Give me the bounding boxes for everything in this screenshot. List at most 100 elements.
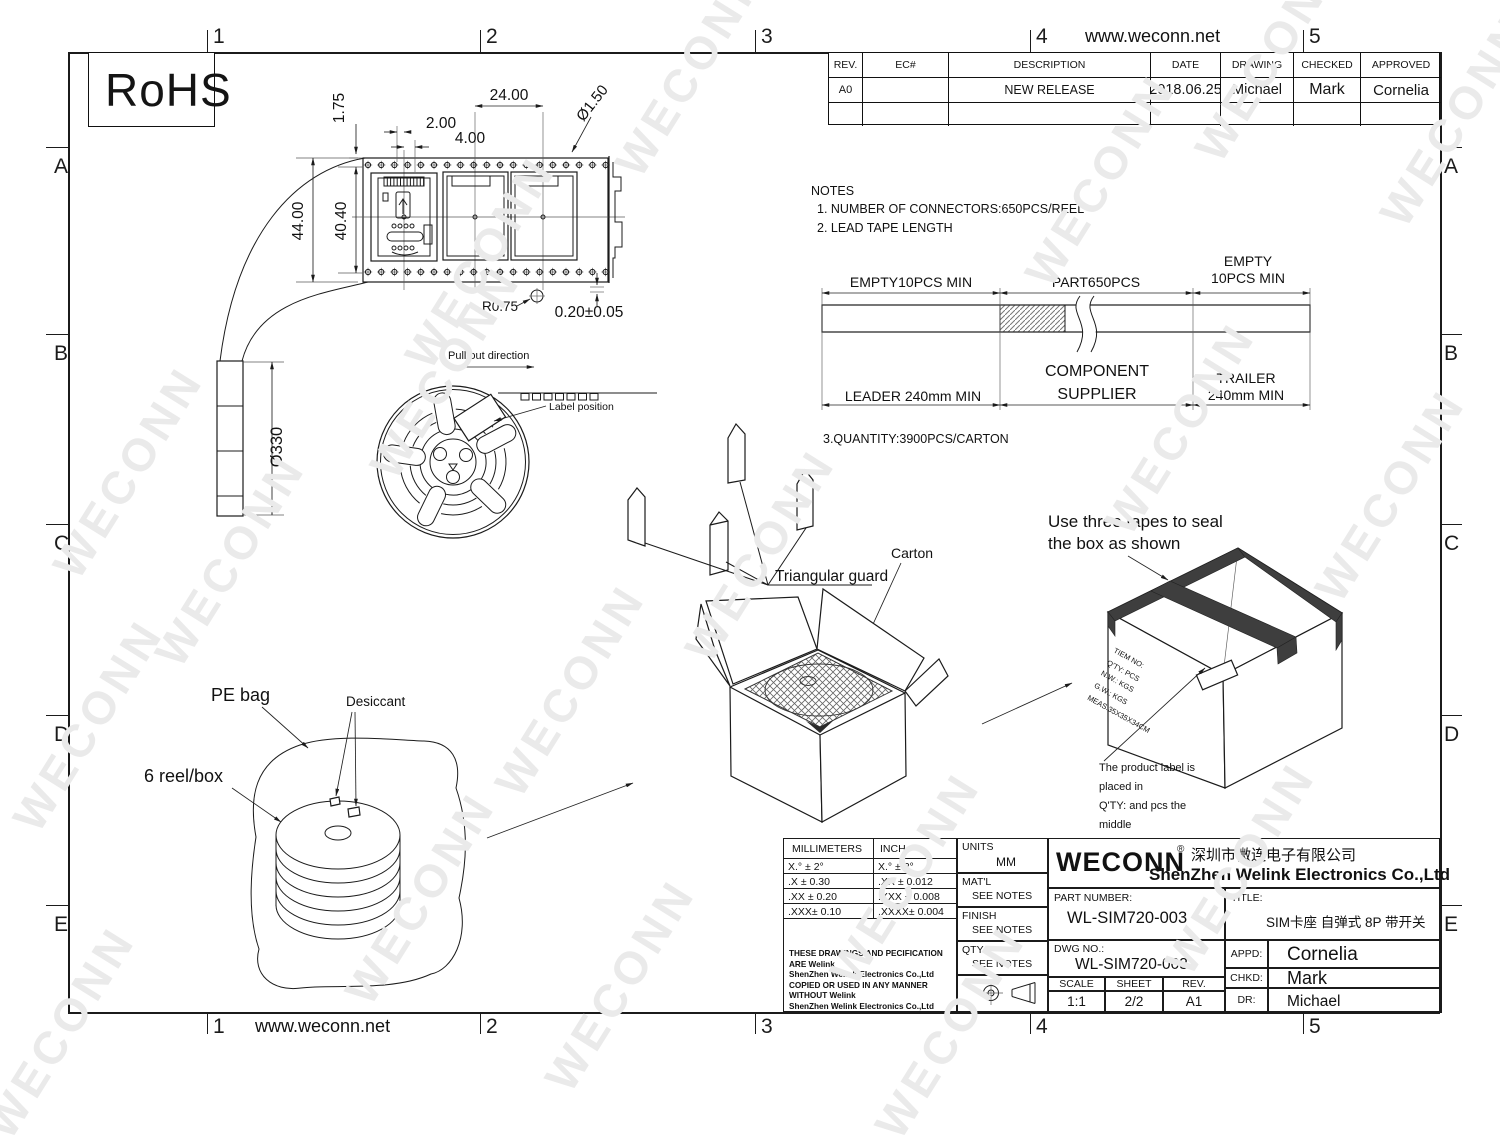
- part-label: PART650PCS: [1052, 274, 1140, 290]
- rev-cell: [1361, 103, 1441, 126]
- zone-row-label: E: [1444, 913, 1459, 936]
- rev-cell: [1294, 103, 1361, 126]
- company-logo: WECONN: [1056, 847, 1185, 877]
- frame-border-top: [68, 52, 1440, 54]
- note-2: 2. LEAD TAPE LENGTH: [817, 221, 953, 235]
- tol-mm-row: .X ± 0.30: [788, 876, 830, 888]
- zone-tick: [46, 905, 68, 907]
- desiccant-label: Desiccant: [346, 694, 406, 709]
- note-1: 1. NUMBER OF CONNECTORS:650PCS/REEL: [817, 202, 1084, 216]
- rev-cell: [1221, 103, 1294, 126]
- zone-row-label: B: [1444, 342, 1459, 365]
- carton-label: Carton: [891, 545, 933, 561]
- zone-tick: [207, 1012, 209, 1034]
- rev-header: DESCRIPTION: [949, 53, 1151, 78]
- scale-value: 1:1: [1067, 994, 1086, 1009]
- sheet-value: 2/2: [1124, 994, 1144, 1009]
- rohs-mark: RoHS: [88, 52, 231, 127]
- zone-row-label: A: [54, 155, 69, 178]
- reel-drawing: Label position Pull out direction: [376, 350, 657, 539]
- zone-tick: [1303, 30, 1305, 52]
- dwg-no-value: WL-SIM720-003: [1075, 956, 1188, 973]
- units-label: UNITS: [962, 841, 994, 853]
- drawing-canvas: 24.00 2.00 4.00 1.75 Ø1.50 44.00 40.40 R…: [144, 82, 1344, 1005]
- dim-4: 4.00: [455, 130, 486, 147]
- qty-label: QTY: [962, 944, 984, 956]
- label-position-text: Label position: [549, 401, 614, 413]
- product-note: The product label is: [1099, 762, 1195, 774]
- company-name-en: ShenZhen Welink Electronics Co.,Ltd: [1149, 865, 1451, 884]
- tol-inch-row: .XX ± 0.012: [878, 876, 933, 888]
- seal-note: Use three tapes to seal: [1048, 512, 1223, 531]
- pe-bag-drawing: Desiccant PE bag 6 reel/box: [144, 685, 466, 990]
- legal-line: COPIED OR USED IN ANY MANNER WITHOUT Wel…: [789, 980, 928, 1001]
- part-number-label: PART NUMBER:: [1054, 892, 1133, 904]
- dr-value: Michael: [1287, 993, 1341, 1010]
- projection-symbol-cell: [957, 975, 1048, 1012]
- zone-row-label: A: [1444, 155, 1459, 178]
- zone-tick: [480, 1012, 482, 1034]
- appd-value: Cornelia: [1287, 944, 1358, 965]
- carton-packing-drawing: Triangular guard Carton: [486, 422, 1073, 839]
- frame-border-right: [1440, 52, 1442, 1013]
- tol-mm-row: X.° ± 2°: [788, 861, 824, 873]
- frame-border-bottom: [68, 1012, 1440, 1014]
- finish-value: SEE NOTES: [972, 924, 1033, 936]
- qty-value: SEE NOTES: [972, 958, 1033, 970]
- zone-col-label: 4: [1036, 1015, 1048, 1038]
- zone-row-label: D: [54, 723, 70, 746]
- zone-tick: [46, 334, 68, 336]
- zone-tick: [755, 1012, 757, 1034]
- part-number-value: WL-SIM720-003: [1067, 909, 1188, 927]
- dim-2: 2.00: [426, 115, 457, 132]
- zone-row-label: C: [1444, 532, 1460, 555]
- zone-tick: [1440, 147, 1462, 149]
- zone-col-label: 1: [213, 25, 225, 48]
- rev-cell: [863, 78, 949, 103]
- tol-inch-row: .XXX ± 0.008: [878, 891, 940, 903]
- zone-tick: [1440, 905, 1462, 907]
- zone-tick: [755, 30, 757, 52]
- zone-col-label: 3: [761, 25, 773, 48]
- rev-cell: 2018.06.25: [1151, 78, 1221, 103]
- zone-col-label: 4: [1036, 25, 1048, 48]
- rev-header: APPROVED: [1361, 53, 1441, 78]
- legal-line: THESE DRAWINGS AND PECIFICATION ARE Weli…: [789, 949, 943, 969]
- zone-row-label: C: [54, 532, 70, 555]
- component-label: COMPONENT: [1045, 363, 1149, 380]
- rev-cell: [1151, 103, 1221, 126]
- frame-border-left: [68, 52, 70, 1013]
- zone-col-label: 2: [486, 25, 498, 48]
- tol-inch-row: .XXXX± 0.004: [878, 906, 944, 918]
- rev-header: DATE: [1151, 53, 1221, 78]
- rev-cell: [863, 103, 949, 126]
- zone-col-label: 2: [486, 1015, 498, 1038]
- zone-col-label: 1: [213, 1015, 225, 1038]
- rev-label: REV.: [1182, 978, 1206, 990]
- tape-to-reel-drawing: Ø330: [216, 157, 369, 517]
- zone-tick: [1030, 1012, 1032, 1034]
- empty-left-label: EMPTY10PCS MIN: [850, 274, 972, 290]
- zone-col-label: 5: [1309, 25, 1321, 48]
- notes: NOTES 1. NUMBER OF CONNECTORS:650PCS/REE…: [811, 184, 1084, 446]
- zone-tick: [480, 30, 482, 52]
- dim-4040: 40.40: [333, 201, 350, 240]
- revision-table: REV. EC# DESCRIPTION DATE DRAWING CHECKE…: [828, 52, 1441, 126]
- rev-header: REV.: [829, 53, 863, 78]
- title-label: TITLE:: [1231, 892, 1263, 904]
- dwg-no-label: DWG NO.:: [1054, 943, 1105, 955]
- pull-out-direction-text: Pull out direction: [448, 350, 529, 362]
- zone-tick: [46, 715, 68, 717]
- dr-label: DR:: [1237, 994, 1256, 1006]
- tol-mm-row: .XXX± 0.10: [788, 906, 842, 918]
- empty-right-label: EMPTY: [1224, 253, 1273, 269]
- finish-label: FINISH: [962, 910, 997, 922]
- zone-tick: [1440, 715, 1462, 717]
- rev-cell: NEW RELEASE: [949, 78, 1151, 103]
- website-url-top: www.weconn.net: [1085, 26, 1221, 46]
- dim-thickness: 0.20±0.05: [555, 304, 624, 321]
- company-name-cn: 深圳市微连电子有限公司: [1191, 847, 1357, 864]
- tol-col-mm: MILLIMETERS: [792, 843, 863, 855]
- seal-note: the box as shown: [1048, 534, 1180, 553]
- appd-label: APPD:: [1230, 948, 1263, 960]
